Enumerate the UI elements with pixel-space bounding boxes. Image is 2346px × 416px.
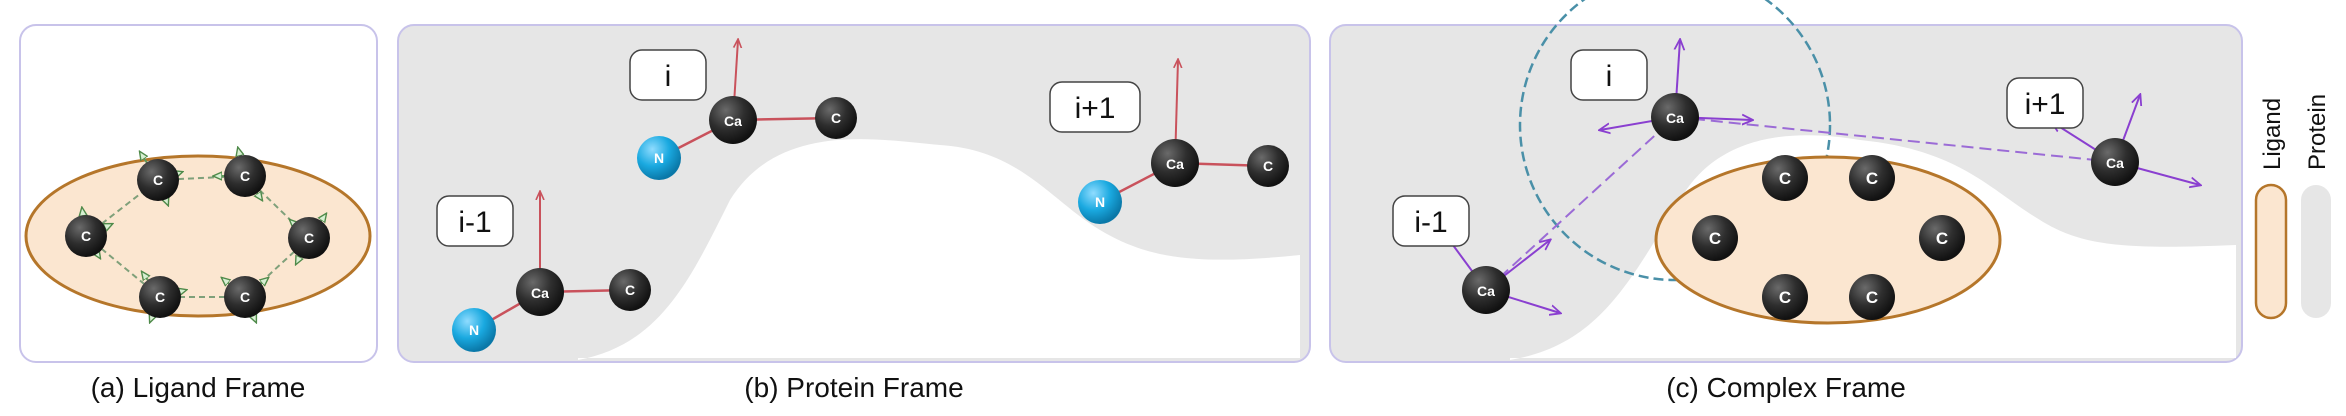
ligand-region	[24, 154, 372, 318]
nitrogen-atom	[637, 136, 681, 180]
residue-i-plus-1: i+1 N Ca C	[1049, 81, 1289, 224]
residue-label: i-1	[1414, 206, 1447, 239]
legend-ligand: Ligand	[2254, 98, 2288, 320]
residue-label-box	[629, 49, 707, 101]
complex-ligand-atom-6: C	[1849, 274, 1895, 320]
atom-label: Ca	[1166, 156, 1184, 172]
residue-label: i	[665, 60, 672, 93]
atom-label: N	[654, 150, 664, 166]
ligand-atom-2: C	[137, 159, 179, 201]
atom-label: C	[155, 289, 165, 305]
residue-label-box	[1570, 49, 1648, 101]
atom-label: C	[1779, 288, 1791, 307]
ligand-region	[1654, 155, 2002, 325]
atom-label: C	[1866, 169, 1878, 188]
complex-residue-i-plus-1: i+1 Ca	[2006, 77, 2139, 186]
complex-ligand-atom-2: C	[1849, 155, 1895, 201]
calpha-atom	[516, 268, 564, 316]
panel-complex-frame: i-1 Ca i Ca i+1 Ca C C C	[1329, 0, 2243, 403]
panel-caption: (b) Protein Frame	[744, 372, 963, 403]
complex-residue-i-minus-1: i-1 Ca	[1392, 195, 1510, 314]
calpha-atom	[1462, 266, 1510, 314]
ligand-atom-1: C	[65, 215, 107, 257]
calpha-atom	[1151, 139, 1199, 187]
legend: Ligand Protein	[2254, 94, 2331, 320]
ligand-atom-6: C	[139, 276, 181, 318]
residue-label: i+1	[1075, 92, 1116, 125]
carbon-atom	[1247, 145, 1289, 187]
nitrogen-atom	[1078, 180, 1122, 224]
complex-ligand-atom-1: C	[1762, 155, 1808, 201]
legend-protein-label: Protein	[2304, 94, 2331, 170]
atom-label: C	[240, 168, 250, 184]
atom-label: C	[1263, 158, 1273, 174]
residue-label: i	[1606, 60, 1613, 93]
residue-label: i+1	[2025, 88, 2066, 121]
atom-label: Ca	[531, 285, 549, 301]
atom-label: C	[1779, 169, 1791, 188]
residue-label-box	[436, 195, 514, 247]
panel-caption: (c) Complex Frame	[1666, 372, 1906, 403]
atom-label: Ca	[2106, 155, 2124, 171]
atom-label: C	[240, 289, 250, 305]
legend-protein-swatch	[2301, 185, 2331, 318]
complex-ligand-atom-3: C	[1692, 215, 1738, 261]
panel-protein-frame: i-1 N Ca C i N Ca C i+1 N Ca	[397, 24, 1311, 403]
neighborhood-radius	[1518, 0, 1832, 282]
atom-label: N	[1095, 194, 1105, 210]
legend-ligand-swatch	[2254, 183, 2288, 320]
atom-label: C	[1936, 229, 1948, 248]
calpha-atom	[709, 96, 757, 144]
panel-ligand-frame: C C C C C C (a) Ligand Frame	[19, 24, 378, 403]
atom-label: Ca	[724, 113, 742, 129]
ligand-atom-5: C	[224, 276, 266, 318]
complex-ligand-atom-5: C	[1762, 274, 1808, 320]
atom-label: N	[469, 322, 479, 338]
atom-label: Ca	[1477, 283, 1495, 299]
residue-i: i N Ca C	[629, 49, 857, 180]
residue-label-box	[2006, 77, 2084, 129]
complex-ligand-atom-4: C	[1919, 215, 1965, 261]
residue-label: i-1	[458, 206, 491, 239]
carbon-atom	[609, 269, 651, 311]
calpha-atom	[1651, 93, 1699, 141]
protein-backbone-contour	[578, 139, 1300, 360]
nitrogen-atom	[452, 308, 496, 352]
complex-residue-i: i Ca	[1570, 49, 1699, 141]
atom-label: C	[153, 172, 163, 188]
panel-caption: (a) Ligand Frame	[91, 372, 306, 403]
legend-protein: Protein	[2301, 94, 2331, 318]
atom-label: C	[81, 228, 91, 244]
residue-i-minus-1: i-1 N Ca C	[436, 195, 651, 352]
residue-label-box	[1049, 81, 1141, 133]
atom-label: C	[625, 282, 635, 298]
atom-label: C	[1866, 288, 1878, 307]
atom-label: C	[304, 230, 314, 246]
residue-label-box	[1392, 195, 1470, 247]
atom-label: C	[1709, 229, 1721, 248]
calpha-atom	[2091, 138, 2139, 186]
atom-label: C	[831, 110, 841, 126]
ligand-atom-3: C	[224, 155, 266, 197]
ligand-atom-4: C	[288, 217, 330, 259]
atom-label: Ca	[1666, 110, 1684, 126]
legend-ligand-label: Ligand	[2259, 98, 2286, 170]
carbon-atom	[815, 97, 857, 139]
